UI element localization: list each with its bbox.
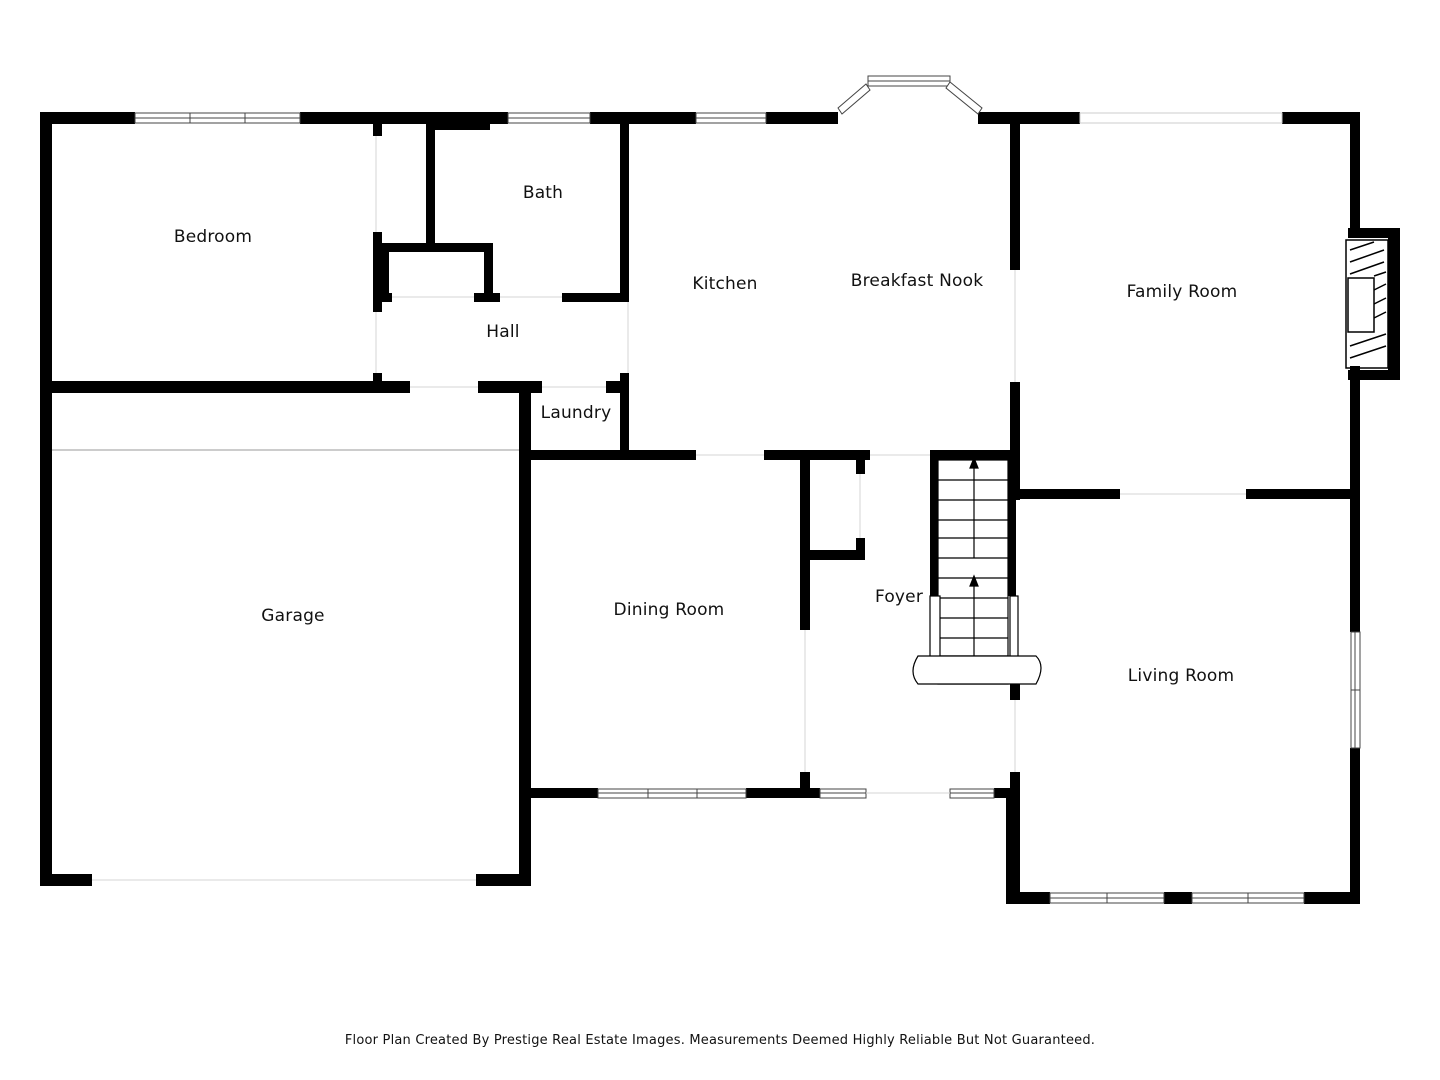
room-label-dining-room: Dining Room xyxy=(614,600,725,620)
windows xyxy=(134,75,1361,904)
walls xyxy=(40,112,1400,904)
room-label-laundry: Laundry xyxy=(541,403,612,423)
room-label-bath: Bath xyxy=(523,183,563,203)
room-label-hall: Hall xyxy=(486,322,519,342)
disclaimer-footer: Floor Plan Created By Prestige Real Esta… xyxy=(344,1033,1096,1048)
room-label-breakfast-nook: Breakfast Nook xyxy=(851,271,984,291)
room-label-bedroom: Bedroom xyxy=(174,227,252,247)
room-label-family-room: Family Room xyxy=(1127,282,1238,302)
staircase xyxy=(912,456,1042,685)
fireplace xyxy=(1345,239,1389,369)
room-label-living-room: Living Room xyxy=(1128,666,1235,686)
openings xyxy=(52,136,1246,881)
room-label-foyer: Foyer xyxy=(875,587,923,607)
room-label-garage: Garage xyxy=(261,606,324,626)
room-labels: Bedroom Bath Hall Laundry Kitchen Breakf… xyxy=(174,183,1238,686)
room-label-kitchen: Kitchen xyxy=(692,274,757,294)
